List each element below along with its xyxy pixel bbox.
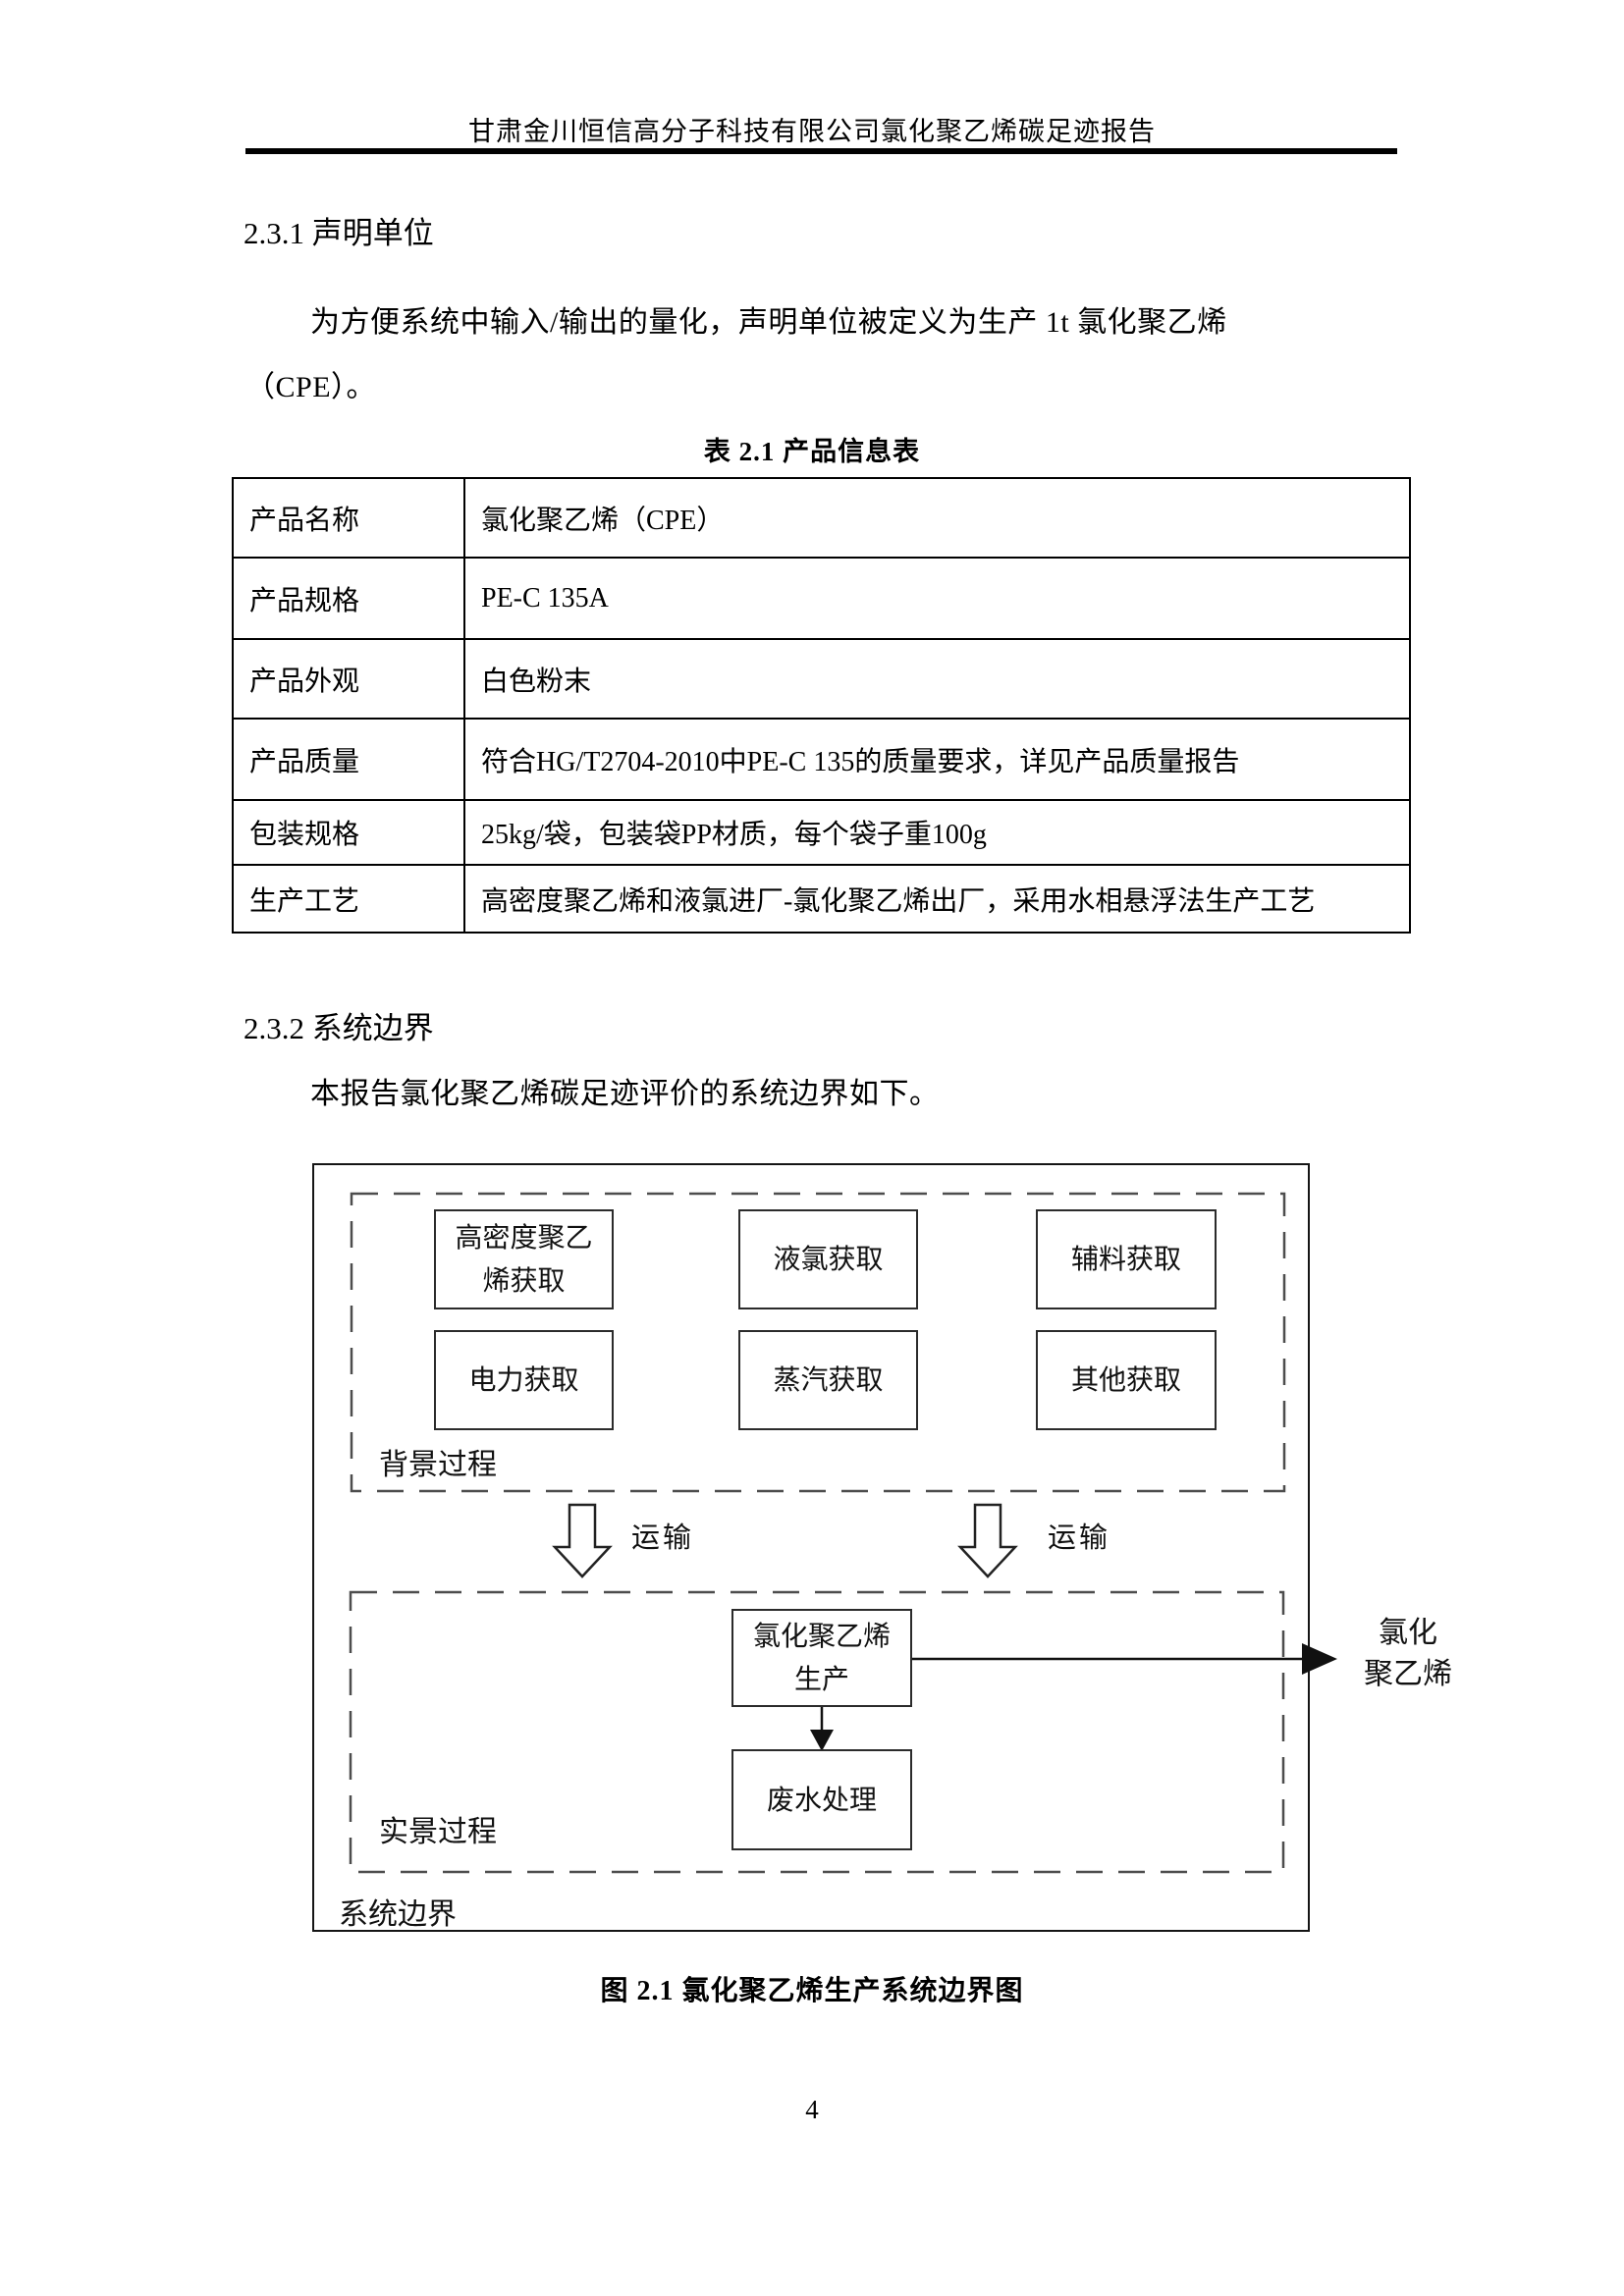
diagram-connectors <box>349 1192 1337 1874</box>
system-boundary-label: 系统边界 <box>339 1898 457 1931</box>
table-row-value: 25kg/袋，包装袋PP材质，每个袋子重100g <box>465 801 1409 866</box>
process-box-electricity: 电力获取 <box>434 1330 614 1430</box>
table-row-label: 产品质量 <box>234 720 465 801</box>
transport-arrow-right-icon <box>957 1503 1018 1578</box>
table-row-value: 符合HG/T2704-2010中PE-C 135的质量要求，详见产品质量报告 <box>465 720 1409 801</box>
section-heading-2-3-1: 2.3.1 声明单位 <box>244 216 434 250</box>
process-box-cpe-production: 氯化聚乙烯 生产 <box>731 1609 912 1707</box>
foreground-process-label: 实景过程 <box>379 1816 497 1848</box>
process-box-steam: 蒸汽获取 <box>738 1330 918 1430</box>
transport-arrow-left-icon <box>552 1503 613 1578</box>
process-box-others: 其他获取 <box>1036 1330 1217 1430</box>
header-divider-rule <box>245 148 1397 154</box>
table-row-value: 高密度聚乙烯和液氯进厂-氯化聚乙烯出厂，采用水相悬浮法生产工艺 <box>481 885 1316 917</box>
table-row-label: 包装规格 <box>234 801 465 866</box>
process-box-wastewater-treatment: 废水处理 <box>731 1749 912 1850</box>
section-heading-2-3-2: 2.3.2 系统边界 <box>244 1011 434 1045</box>
background-process-label: 背景过程 <box>379 1449 497 1481</box>
system-boundary-diagram: 高密度聚乙 烯获取 液氯获取 辅料获取 电力获取 蒸汽获取 其他获取 背景过程 … <box>312 1163 1452 1932</box>
transport-label-left: 运输 <box>631 1522 695 1554</box>
table-row-value: PE-C 135A <box>465 559 1409 640</box>
product-info-table: 产品名称 氯化聚乙烯（CPE） 产品规格 PE-C 135A 产品外观 白色粉末… <box>232 477 1411 934</box>
page-header-title: 甘肃金川恒信高分子科技有限公司氯化聚乙烯碳足迹报告 <box>468 117 1156 146</box>
table-row-label: 产品规格 <box>234 559 465 640</box>
down-arrowhead-icon <box>810 1730 834 1751</box>
page-number: 4 <box>805 2095 819 2124</box>
table-row-label: 产品外观 <box>234 640 465 720</box>
process-box-auxiliary: 辅料获取 <box>1036 1209 1217 1309</box>
process-box-hdpe: 高密度聚乙 烯获取 <box>434 1209 614 1309</box>
section-2-3-1-paragraph: 为方便系统中输入/输出的量化，声明单位被定义为生产 1t 氯化聚乙烯 （CPE）… <box>245 306 1227 403</box>
table-row-label: 产品名称 <box>234 479 465 559</box>
section-2-3-2-paragraph: 本报告氯化聚乙烯碳足迹评价的系统边界如下。 <box>310 1078 940 1110</box>
foreground-process-dashed-box <box>349 1590 1285 1874</box>
background-process-dashed-box <box>350 1192 1286 1493</box>
process-box-liquid-chlorine: 液氯获取 <box>738 1209 918 1309</box>
table-row-value: 氯化聚乙烯（CPE） <box>465 479 1409 559</box>
transport-label-right: 运输 <box>1048 1522 1111 1554</box>
figure-caption: 图 2.1 氯化聚乙烯生产系统边界图 <box>600 1976 1024 2006</box>
table-caption: 表 2.1 产品信息表 <box>703 437 921 466</box>
right-arrowhead-icon <box>1302 1643 1337 1675</box>
output-product-label: 氯化 聚乙烯 <box>1364 1617 1452 1690</box>
table-row-value: 白色粉末 <box>465 640 1409 720</box>
table-row-label: 生产工艺 <box>234 866 465 932</box>
